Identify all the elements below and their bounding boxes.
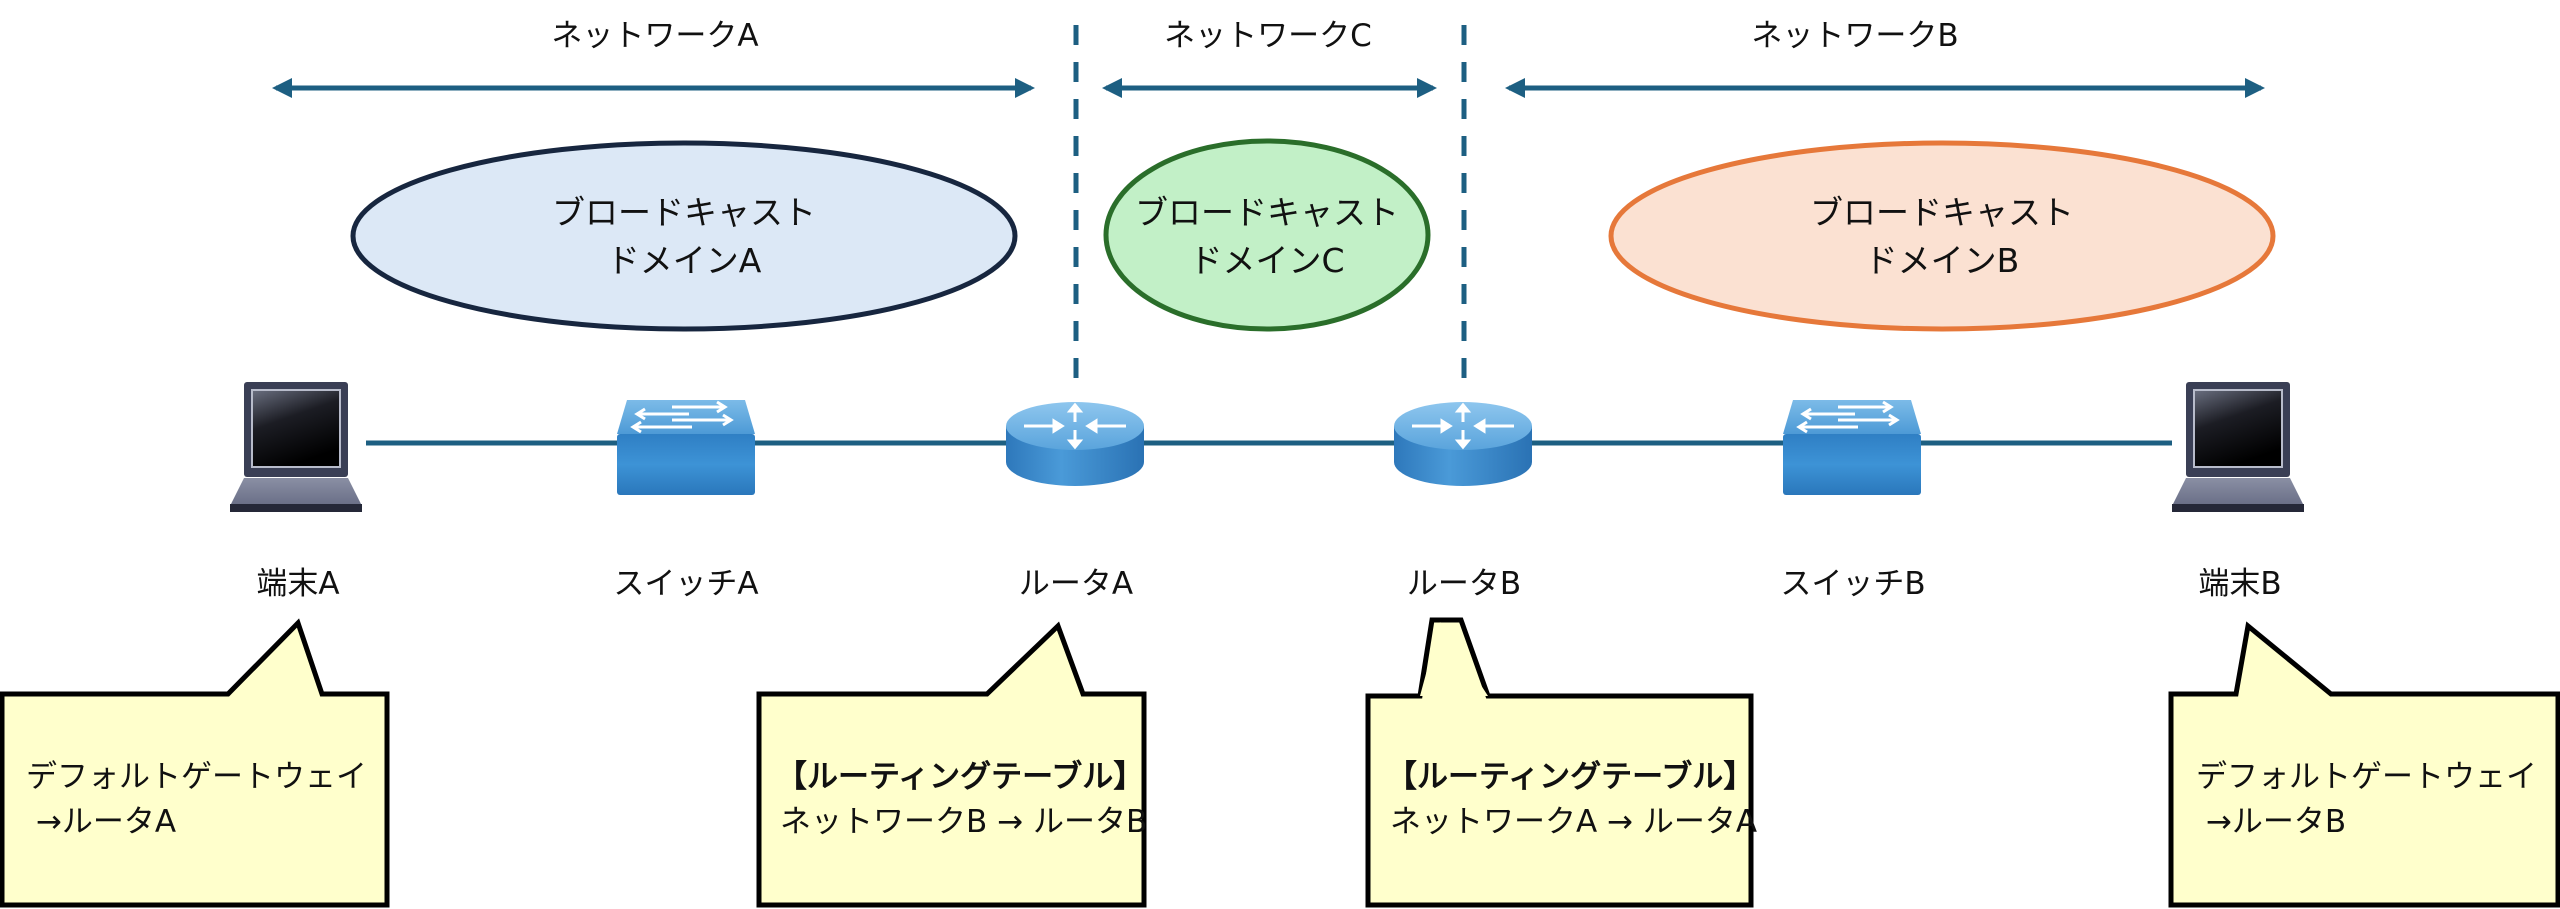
switch-icon[interactable] <box>1783 400 1921 495</box>
broadcast-domain-c-line2: ドメインC <box>1189 241 1344 280</box>
broadcast-domain-a-line2: ドメインA <box>607 241 762 280</box>
device-label-terminal-b: 端末B <box>2198 566 2281 602</box>
callout-terminal-a-line1: デフォルトゲートウェイ <box>26 759 367 795</box>
device-label-switch-b: スイッチB <box>1780 566 1925 602</box>
callout-router-b: 【ルーティングテーブル】 ネットワークA → ルータA <box>1365 617 1757 908</box>
router-icon[interactable] <box>1006 402 1144 486</box>
switch-icon[interactable] <box>617 400 755 495</box>
router-icon[interactable] <box>1394 402 1532 486</box>
callout-router-b-line2: ネットワークA → ルータA <box>1390 804 1757 840</box>
callout-terminal-b-line1: デフォルトゲートウェイ <box>2196 759 2537 795</box>
broadcast-domain-b-line2: ドメインB <box>1865 241 2020 280</box>
callout-router-a: 【ルーティングテーブル】 ネットワークB → ルータB <box>756 621 1147 908</box>
callout-terminal-b-line2: →ルータB <box>2196 804 2346 840</box>
device-label-terminal-a: 端末A <box>256 566 339 602</box>
callout-router-a-line2: ネットワークB → ルータB <box>780 804 1147 840</box>
broadcast-domain-b-line1: ブロードキャスト <box>1810 193 2074 232</box>
callout-terminal-a-line2: →ルータA <box>26 804 176 840</box>
callout-router-a-line1: 【ルーティングテーブル】 <box>776 759 1144 795</box>
broadcast-domain-c: ブロードキャスト ドメインC <box>1103 138 1431 332</box>
broadcast-domain-b: ブロードキャスト ドメインB <box>1608 140 2276 332</box>
callout-terminal-a: デフォルトゲートウェイ →ルータA <box>0 618 390 908</box>
laptop-icon[interactable] <box>230 382 362 512</box>
callout-terminal-b: デフォルトゲートウェイ →ルータB <box>2168 621 2560 908</box>
network-c-label: ネットワークC <box>1164 18 1372 54</box>
device-label-router-a: ルータA <box>1019 566 1133 602</box>
device-label-switch-a: スイッチA <box>613 566 758 602</box>
device-label-router-b: ルータB <box>1407 566 1521 602</box>
network-a-label: ネットワークA <box>551 18 758 54</box>
laptop-icon[interactable] <box>2172 382 2304 512</box>
network-b-label: ネットワークB <box>1751 18 1958 54</box>
broadcast-domain-a-line1: ブロードキャスト <box>552 193 816 232</box>
broadcast-domain-a: ブロードキャスト ドメインA <box>350 140 1018 332</box>
broadcast-domain-c-line1: ブロードキャスト <box>1135 193 1399 232</box>
callout-router-b-line1: 【ルーティングテーブル】 <box>1386 759 1754 795</box>
